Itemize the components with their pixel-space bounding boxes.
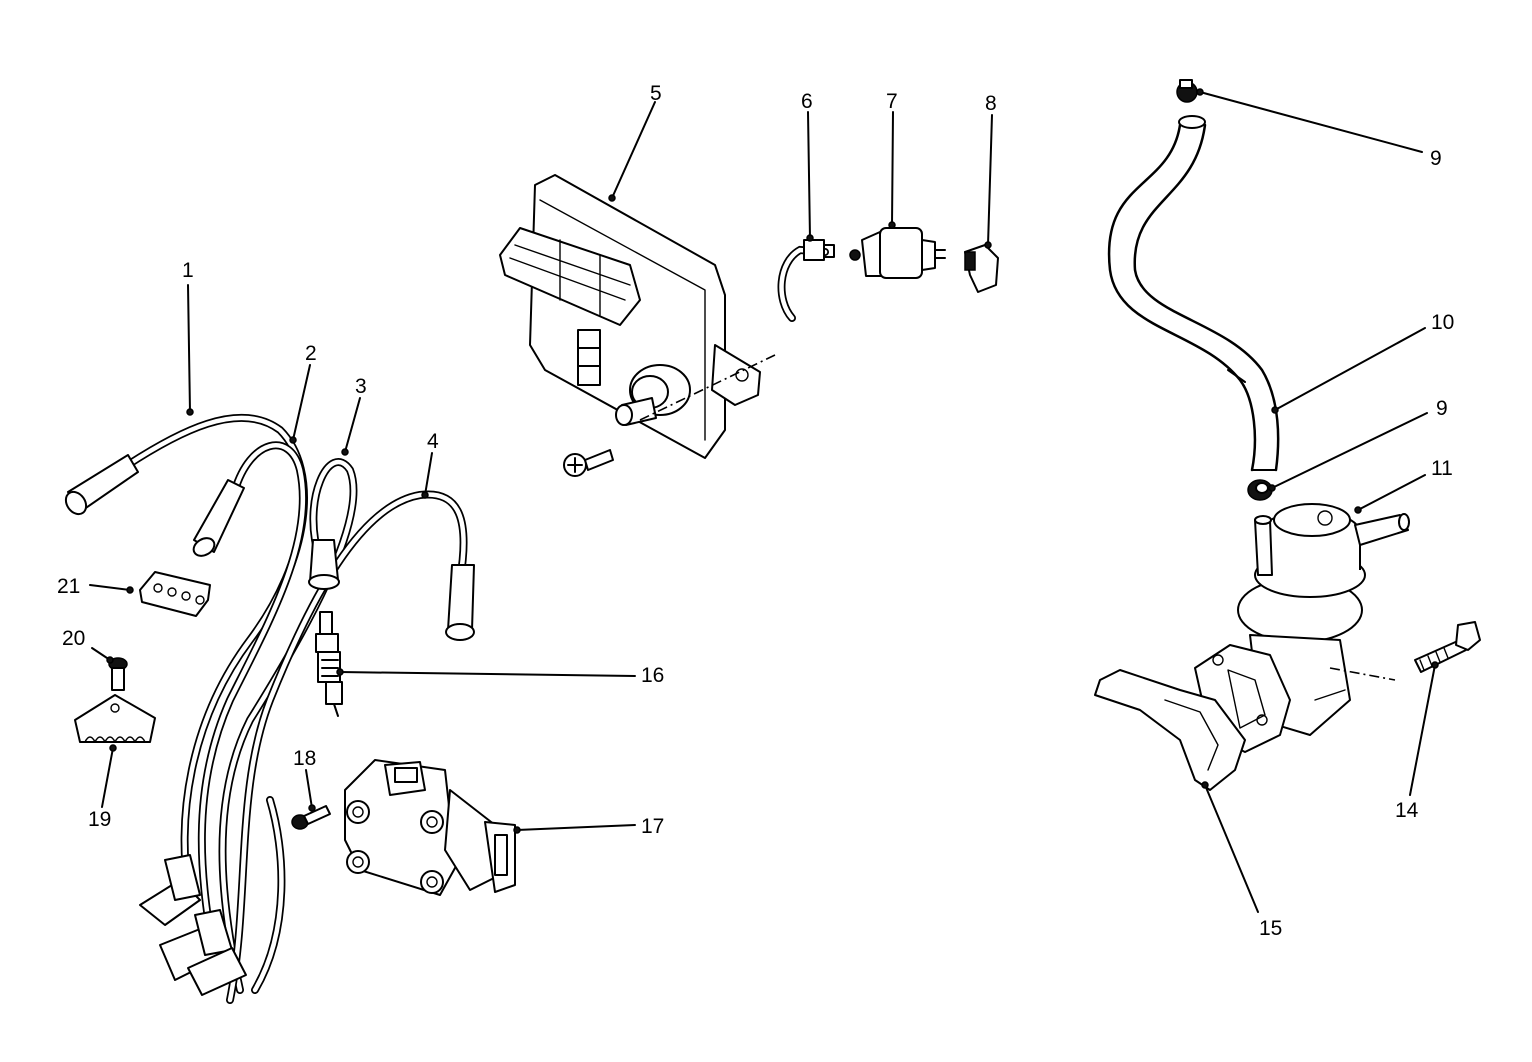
wire-4-boot [445,564,475,641]
hose-clamp-lower [1247,479,1273,501]
wire-2-boot [192,479,245,557]
bolt-axis-line [1329,667,1396,681]
callout-15: 15 [1259,917,1282,940]
spark-plug [315,611,343,717]
fuel-hose [1107,115,1280,472]
callout-3: 3 [355,375,367,398]
control-module [499,174,776,459]
callout-18: 18 [293,747,316,770]
coil-connector-a [139,854,201,926]
wire-bracket [74,694,156,743]
wire-1-boot [64,454,139,516]
elbow-connector [964,244,999,293]
callout-labels: 1 2 3 4 5 6 7 8 9 10 9 11 14 15 16 17 18… [57,82,1454,940]
ignition-coil-pack [344,759,516,896]
module-screw [563,449,614,477]
arrowheads [106,88,1439,834]
callout-1: 1 [182,259,194,282]
callout-2: 2 [305,342,317,365]
callout-14: 14 [1395,799,1419,822]
callout-7: 7 [886,90,898,113]
pump-lever-plate [1094,669,1246,791]
callout-20: 20 [62,627,85,650]
callout-5: 5 [650,82,662,105]
hose-clamp-upper [1176,79,1198,103]
pressure-fitting-tube [777,239,835,322]
bolt-18 [291,805,331,830]
wire-separator [139,571,211,617]
oil-pressure-sensor [849,227,946,279]
leader-lines [89,91,1436,913]
wire-3-boot [308,539,340,590]
callout-19: 19 [88,808,111,831]
callout-9-lower: 9 [1436,397,1448,420]
bolt-20 [108,657,128,691]
callout-8: 8 [985,92,997,115]
callout-4: 4 [427,430,439,453]
mounting-bolt [1414,621,1481,673]
spark-plug-wire-set [64,413,475,1004]
callout-9-upper: 9 [1430,147,1442,170]
callout-16: 16 [641,664,664,687]
callout-17: 17 [641,815,664,838]
coil-connector-c [187,947,247,996]
callout-10: 10 [1431,311,1454,334]
callout-11: 11 [1431,457,1453,480]
callout-6: 6 [801,90,813,113]
fuel-pump [1237,503,1410,736]
callout-21: 21 [57,575,80,598]
